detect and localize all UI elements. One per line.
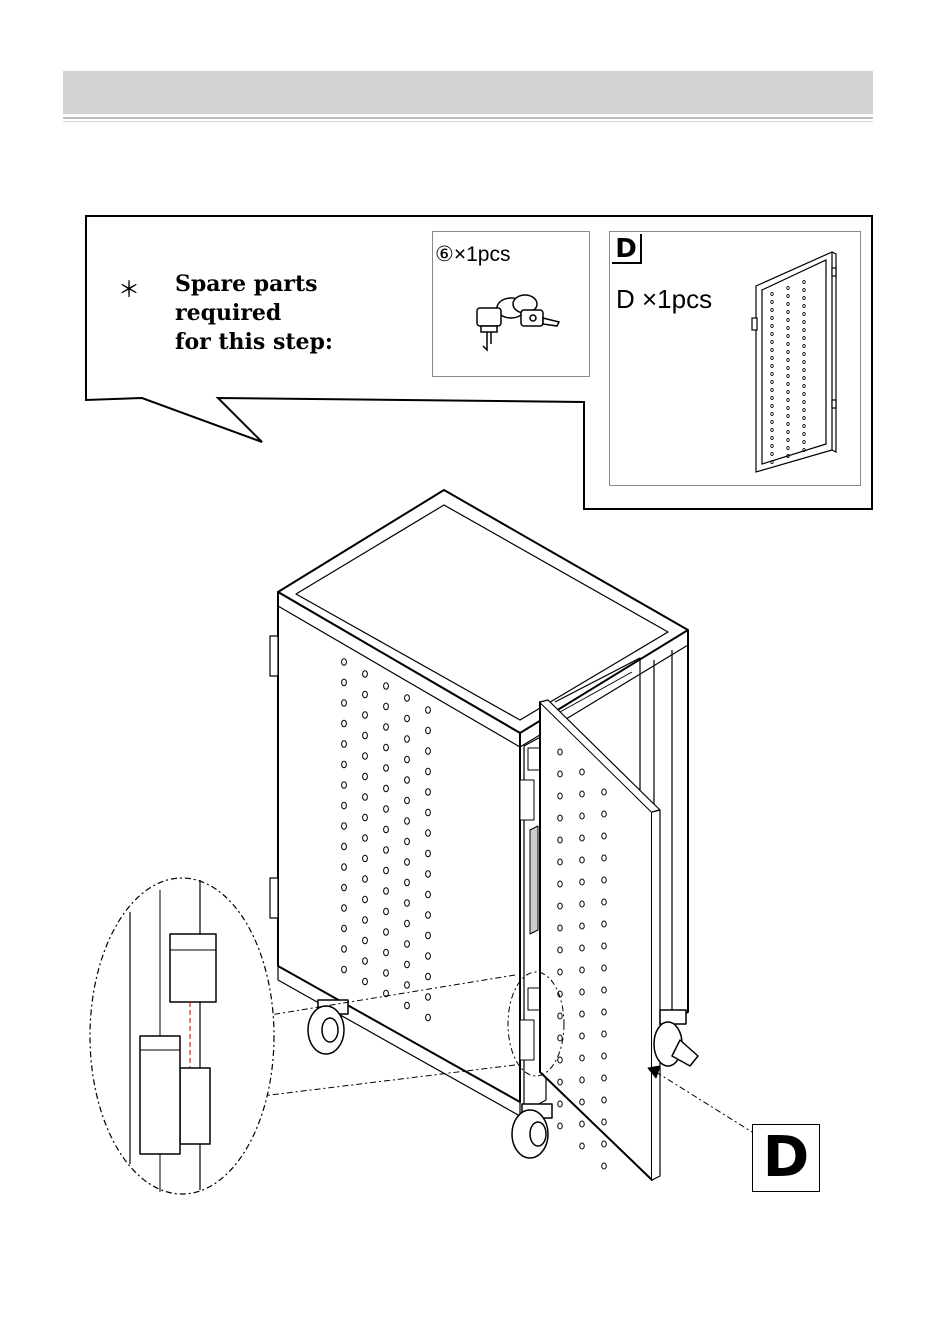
door-callout-tag: D <box>752 1124 820 1192</box>
